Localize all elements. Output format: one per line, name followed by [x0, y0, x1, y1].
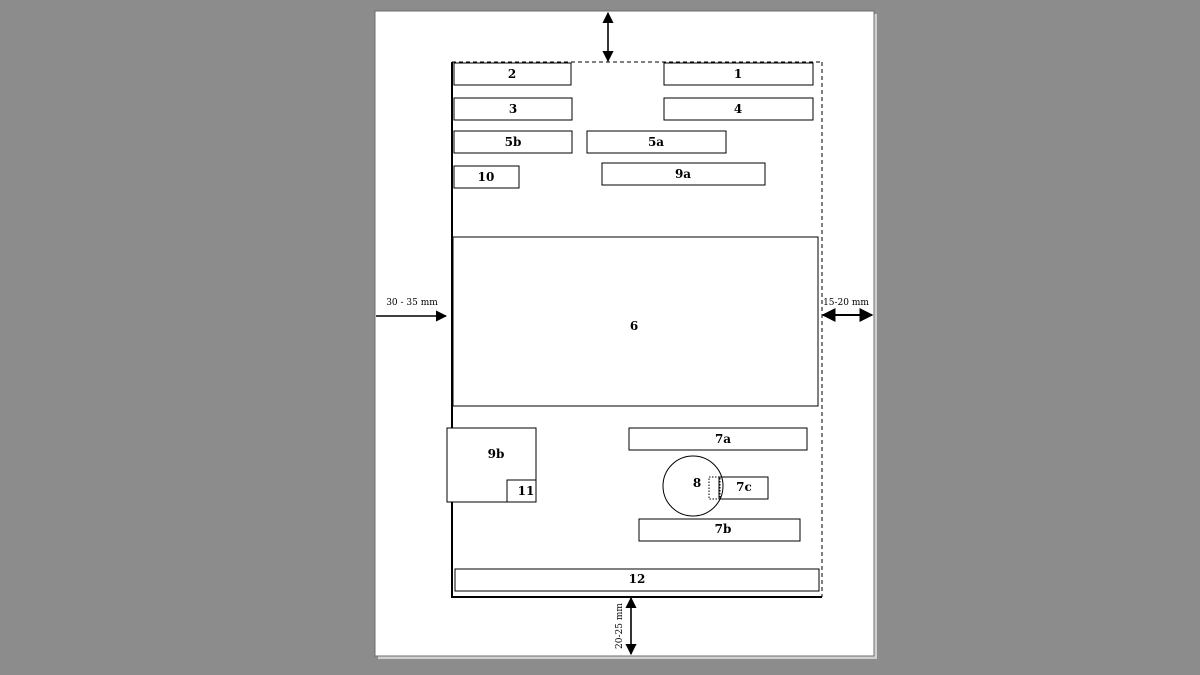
- block-5a-label: 5a: [648, 135, 664, 149]
- block-2-box: [453, 62, 572, 86]
- block-3-box: [453, 97, 573, 121]
- block-7b-box: [638, 518, 801, 542]
- block-11-label: 11: [518, 484, 535, 498]
- block-5b-box: [453, 130, 573, 154]
- bottom-margin-label: 20-25 mm: [615, 603, 625, 649]
- block-6-box: [452, 236, 819, 407]
- block-9a-label: 9a: [675, 167, 691, 181]
- right-margin-label: 15-20 mm: [823, 298, 869, 308]
- block-8-stamp-circle: [662, 455, 724, 517]
- block-7a-label: 7a: [715, 432, 731, 446]
- block-1-box: [663, 62, 814, 86]
- block-11-box: [506, 479, 537, 503]
- block-5b-label: 5b: [505, 135, 522, 149]
- block-12-box: [454, 568, 820, 592]
- block-9a-box: [601, 162, 766, 186]
- left-margin-label: 30 - 35 mm: [386, 298, 438, 308]
- block-8-label: 8: [693, 476, 701, 490]
- block-3-label: 3: [509, 102, 517, 116]
- block-5a-box: [586, 130, 727, 154]
- block-2-label: 2: [508, 67, 516, 81]
- block-7c-label: 7c: [736, 480, 752, 494]
- block-10-box: [453, 165, 520, 189]
- block-6-label: 6: [630, 319, 638, 333]
- block-7a-box: [628, 427, 808, 451]
- block-12-label: 12: [629, 572, 646, 586]
- block-1-label: 1: [734, 67, 742, 81]
- block-4-box: [663, 97, 814, 121]
- block-4-label: 4: [734, 102, 742, 116]
- block-7c-overlap-marker: [708, 476, 721, 500]
- block-9b-label: 9b: [488, 447, 505, 461]
- block-7b-label: 7b: [715, 522, 732, 536]
- block-7c-box: [718, 476, 769, 500]
- block-10-label: 10: [478, 170, 495, 184]
